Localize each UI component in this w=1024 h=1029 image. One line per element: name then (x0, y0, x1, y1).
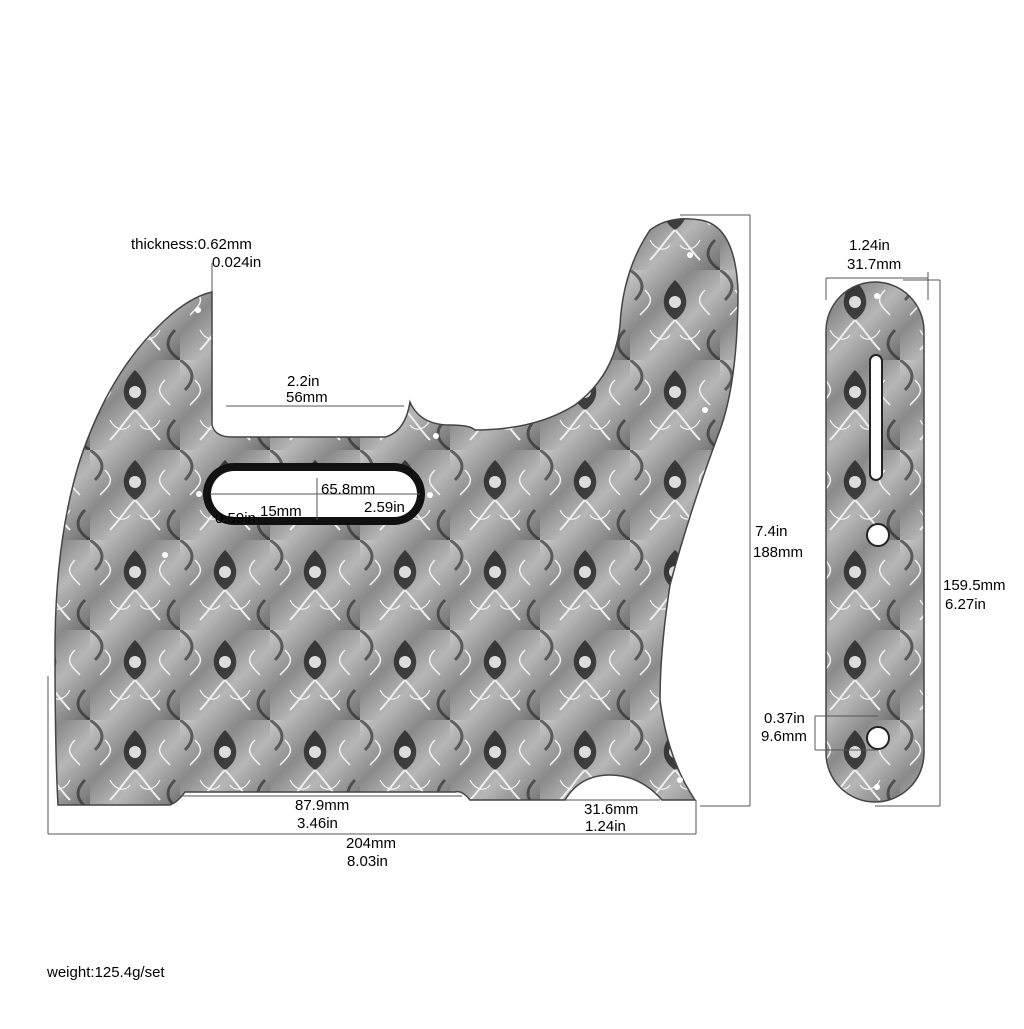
pot-hole (866, 523, 890, 547)
hole-mm-label: 9.6mm (761, 728, 807, 745)
switch-slot (869, 354, 883, 481)
screw-hole (427, 492, 433, 498)
screw-hole (874, 293, 880, 299)
screw-hole (433, 433, 439, 439)
plate-width-mm-label: 31.7mm (847, 256, 902, 273)
plate-width-in-label: 1.24in (849, 237, 890, 254)
dimension-lines (47, 214, 941, 835)
thickness-label: thickness:0.62mm (131, 236, 252, 253)
bottom-cutout-mm-label: 87.9mm (295, 797, 350, 814)
total-width-mm-label: 204mm (346, 835, 397, 852)
neck-width-in-label: 2.2in (287, 373, 320, 390)
total-width-in-label: 8.03in (347, 853, 388, 870)
screw-hole (702, 407, 708, 413)
pot-hole (866, 726, 890, 750)
bottom-right-in-label: 1.24in (585, 818, 626, 835)
neck-width-mm-label: 56mm (286, 389, 328, 406)
screw-hole (162, 552, 168, 558)
pickup-width-mm-label: 15mm (260, 503, 302, 520)
screw-hole (196, 491, 202, 497)
hole-in-label: 0.37in (764, 710, 805, 727)
screw-hole (874, 784, 880, 790)
pickup-length-mm-label: 65.8mm (321, 481, 376, 498)
bottom-cutout-in-label: 3.46in (297, 815, 338, 832)
weight-label: weight:125.4g/set (47, 964, 165, 981)
height-mm-label: 188mm (753, 544, 804, 561)
screw-hole (195, 307, 201, 313)
control-plate (825, 281, 925, 803)
plate-length-mm-label: 159.5mm (943, 577, 1006, 594)
height-in-label: 7.4in (755, 523, 788, 540)
pickup-length-in-label: 2.59in (364, 499, 405, 516)
screw-hole (687, 252, 693, 258)
screw-hole (677, 777, 683, 783)
thickness-in-label: 0.024in (212, 254, 262, 271)
bottom-right-mm-label: 31.6mm (584, 801, 639, 818)
plate-length-in-label: 6.27in (945, 596, 986, 613)
pickup-width-in-label: 0.59in (215, 510, 256, 527)
